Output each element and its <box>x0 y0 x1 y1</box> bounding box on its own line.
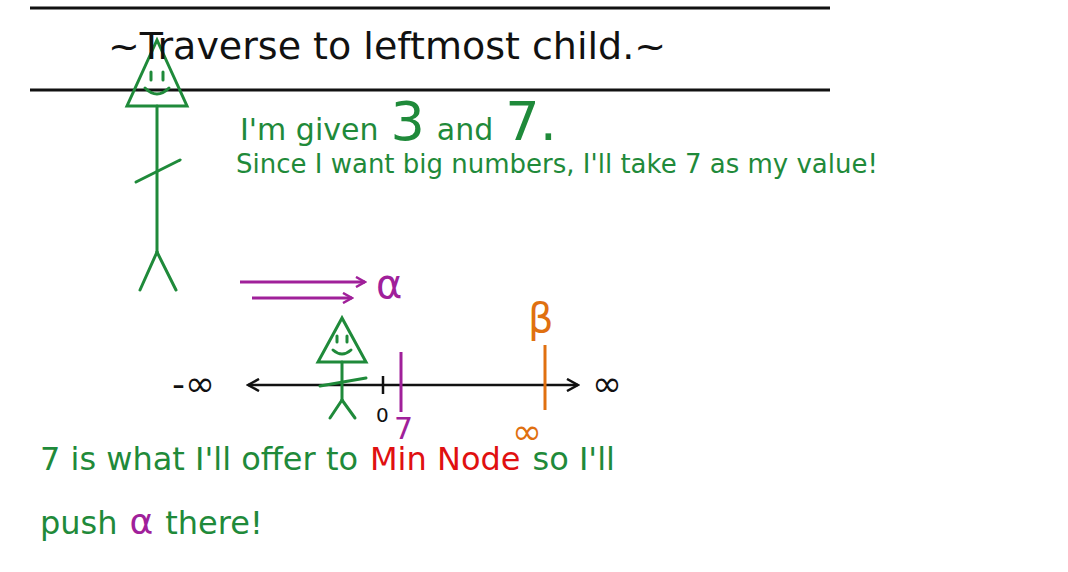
rule-line <box>30 7 830 10</box>
axis-end: ∞ <box>592 364 622 404</box>
alpha-arrow <box>252 297 352 300</box>
text-row: pushα there! <box>40 502 263 542</box>
note-text: push <box>40 506 118 541</box>
note-text: 7 is what I'll offer to <box>40 442 358 477</box>
axis-end: -∞ <box>172 364 215 404</box>
title: ~Traverse to leftmost child.~ <box>108 26 666 68</box>
given-number: 3 <box>390 92 424 151</box>
note-text: there! <box>165 506 262 541</box>
speech-text: I'm given <box>240 113 378 146</box>
text-row: I'm given 3 and 7. <box>240 92 557 151</box>
stick-figure <box>318 318 366 418</box>
stick-figure <box>127 40 187 290</box>
beta-value: ∞ <box>512 412 542 452</box>
node-name: Min Node <box>370 442 520 477</box>
number-line <box>248 384 578 387</box>
beta-symbol: β <box>528 296 554 340</box>
alpha-symbol: α <box>376 262 402 306</box>
alpha-arrow <box>240 281 365 284</box>
zero-tick <box>382 376 385 394</box>
axis-value: 0 <box>376 404 389 426</box>
note-text: so I'll <box>532 442 614 477</box>
alpha-marker <box>400 352 403 412</box>
alpha-symbol: α <box>130 502 154 542</box>
alpha-value: 7 <box>394 412 413 445</box>
speech-text: Since I want big numbers, I'll take 7 as… <box>236 150 878 179</box>
beta-marker <box>544 345 547 410</box>
speech-text: and <box>437 113 493 146</box>
given-number: 7. <box>505 92 557 151</box>
